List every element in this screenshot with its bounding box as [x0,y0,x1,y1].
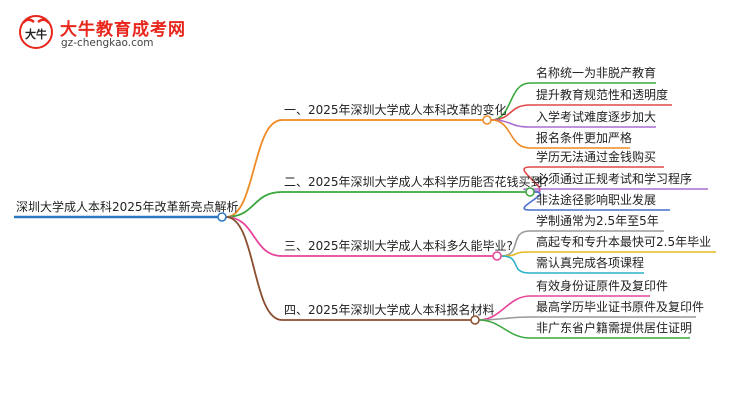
leaf-topic-3-3[interactable]: 需认真完成各项课程 [536,256,645,270]
root-collapse-toggle[interactable] [217,212,227,222]
branch-connector-3 [225,216,497,257]
leaf-connector-3-3 [500,255,644,274]
branch-collapse-toggle-3[interactable] [492,251,502,261]
branch-collapse-toggle-2[interactable] [525,187,535,197]
leaf-topic-2-3[interactable]: 非法途径影响职业发展 [536,193,657,207]
branch-collapse-toggle-1[interactable] [482,115,492,125]
logo: 大牛 大牛教育成考网 gz-chengkao.com [18,14,248,54]
leaf-connector-4-3 [478,319,690,339]
leaf-topic-2-2[interactable]: 必须通过正规考试和学习程序 [536,172,693,186]
branch-topic-2[interactable]: 二、2025年深圳大学成人本科学历能否花钱买到? [284,175,549,189]
leaf-topic-3-1[interactable]: 学制通常为2.5年至5年 [536,214,659,228]
site-url[interactable]: gz-chengkao.com [61,37,154,49]
bull-logo-icon: 大牛 [19,15,53,49]
leaf-topic-1-3[interactable]: 入学考试难度逐步加大 [536,110,657,124]
leaf-topic-2-1[interactable]: 学历无法通过金钱购买 [536,150,657,164]
leaf-connector-2-3 [523,191,670,211]
leaf-topic-4-2[interactable]: 最高学历毕业证书原件及复印件 [536,300,705,314]
branch-topic-1[interactable]: 一、2025年深圳大学成人本科改革的变化 [284,103,507,117]
leaf-topic-4-1[interactable]: 有效身份证原件及复印件 [536,279,669,293]
leaf-connector-1-4 [490,119,630,149]
leaf-topic-3-2[interactable]: 高起专和专升本最快可2.5年毕业 [536,235,712,249]
leaf-connector-1-2 [490,104,672,121]
branch-connector-2 [225,191,530,218]
leaf-topic-1-2[interactable]: 提升教育规范性和透明度 [536,88,669,102]
branch-connector-4 [225,216,475,321]
site-title[interactable]: 大牛教育成考网 [60,20,186,40]
root-topic[interactable]: 深圳大学成人本科2025年改革新亮点解析 [16,200,239,214]
leaf-topic-4-3[interactable]: 非广东省户籍需提供居住证明 [536,321,693,335]
logo-badge-text: 大牛 [25,27,47,41]
branch-topic-4[interactable]: 四、2025年深圳大学成人本科报名材料 [284,303,495,317]
leaf-topic-1-1[interactable]: 名称统一为非脱产教育 [536,66,657,80]
leaf-topic-1-4[interactable]: 报名条件更加严格 [536,131,633,145]
branch-topic-3[interactable]: 三、2025年深圳大学成人本科多久能毕业? [284,239,513,253]
branch-collapse-toggle-4[interactable] [470,315,480,325]
leaf-connector-1-1 [490,82,656,121]
branch-connector-1 [225,119,487,218]
